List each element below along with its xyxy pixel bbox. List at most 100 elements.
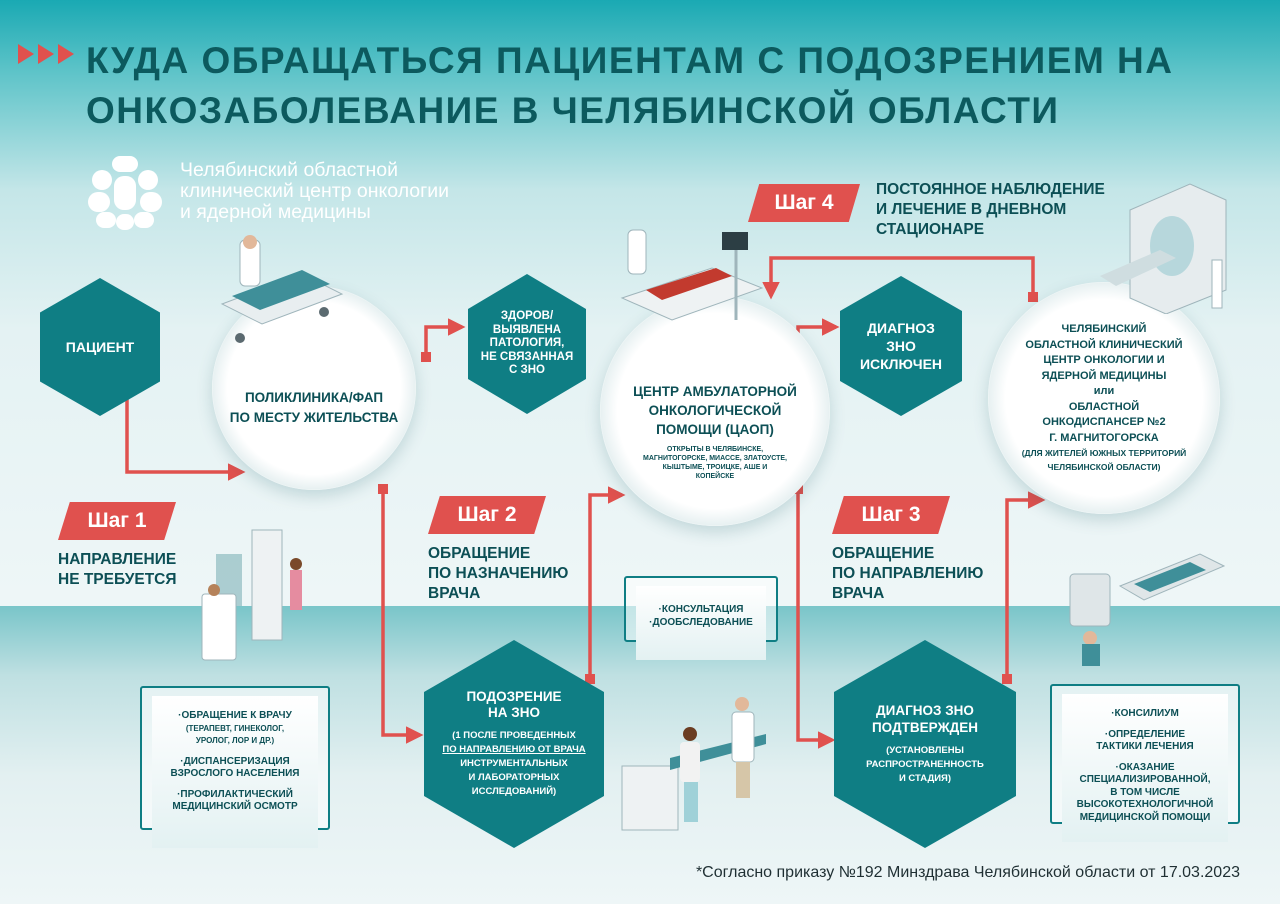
step-desc-line: И ЛЕЧЕНИЕ В ДНЕВНОМ <box>876 201 1067 218</box>
step-desc-line: ПО НАЗНАЧЕНИЮ <box>428 565 569 582</box>
page-title: КУДА ОБРАЩАТЬСЯ ПАЦИЕНТАМ С ПОДОЗРЕНИЕМ … <box>86 40 1174 131</box>
caop-circle: ЦЕНТР АМБУЛАТОРНОЙ ОНКОЛОГИЧЕСКОЙ ПОМОЩИ… <box>600 296 830 526</box>
logo-text: Челябинский областной клинический центр … <box>180 160 540 223</box>
suspicion-note-line: (1 ПОСЛЕ ПРОВЕДЕННЫХ <box>452 730 576 741</box>
step-4-desc: ПОСТОЯННОЕ НАБЛЮДЕНИЕ И ЛЕЧЕНИЕ В ДНЕВНО… <box>876 180 1105 240</box>
card-item: ·КОНСУЛЬТАЦИЯ <box>658 604 744 615</box>
logo-line: Челябинский областной <box>180 159 398 181</box>
card-item-line: ВЗРОСЛОГО НАСЕЛЕНИЯ <box>170 768 300 779</box>
step-desc-line: СТАЦИОНАРЕ <box>876 221 985 238</box>
card-item-line: ·ПРОФИЛАКТИЧЕСКИЙ <box>177 788 293 800</box>
card-inner: ·ОБРАЩЕНИЕ К ВРАЧУ (ТЕРАПЕВТ, ГИНЕКОЛОГ,… <box>152 696 318 848</box>
suspicion-note-line: ИССЛЕДОВАНИЙ) <box>471 786 557 797</box>
card-item-line: ·ОКАЗАНИЕ <box>1115 761 1175 773</box>
center-line: ЧЕЛЯБИНСКИЙ <box>1061 323 1147 335</box>
step-desc-line: ОБРАЩЕНИЕ <box>832 545 935 562</box>
card-item-line: ВЫСОКОТЕХНОЛОГИЧНОЙ <box>1076 799 1214 810</box>
mammography-illustration <box>201 529 302 661</box>
oncology-center-circle: ЧЕЛЯБИНСКИЙ ОБЛАСТНОЙ КЛИНИЧЕСКИЙ ЦЕНТР … <box>988 282 1220 514</box>
confirmed-note: (УСТАНОВЛЕНЫ РАСПРОСТРАНЕННОСТЬ И СТАДИЯ… <box>866 744 984 786</box>
suspicion-note-line: И ЛАБОРАТОРНЫХ <box>468 772 560 783</box>
card-item-line: ТАКТИКИ ЛЕЧЕНИЯ <box>1096 741 1194 752</box>
confirmed-note-line: И СТАДИЯ) <box>898 773 952 784</box>
step-3-desc: ОБРАЩЕНИЕ ПО НАПРАВЛЕНИЮ ВРАЧА <box>832 544 983 604</box>
step-desc-line: ПО НАПРАВЛЕНИЮ <box>832 565 984 582</box>
polyclinic-line: ПО МЕСТУ ЖИТЕЛЬСТВА <box>229 410 399 425</box>
card-item: ·ОБРАЩЕНИЕ К ВРАЧУ (ТЕРАПЕВТ, ГИНЕКОЛОГ,… <box>178 710 292 748</box>
suspicion-note-line: ПО НАПРАВЛЕНИЮ ОТ ВРАЧА <box>442 744 586 755</box>
card-item-line: СПЕЦИАЛИЗИРОВАННОЙ, <box>1079 774 1211 785</box>
suspicion-line: НА ЗНО <box>488 705 540 720</box>
suspicion-line: ПОДОЗРЕНИЕ <box>466 689 562 704</box>
card-item-line: МЕДИЦИНСКИЙ ОСМОТР <box>172 801 298 812</box>
healthy-hex: ЗДОРОВ/ ВЫЯВЛЕНА ПАТОЛОГИЯ, НЕ СВЯЗАННАЯ… <box>468 274 586 414</box>
caop-note-line: МАГНИТОГОРСКЕ, МИАССЕ, ЗЛАТОУСТЕ, <box>643 454 787 462</box>
logo-icon <box>88 156 162 230</box>
footnote: *Согласно приказу №192 Минздрава Челябин… <box>695 864 1240 881</box>
ultrasound-illustration <box>620 229 764 321</box>
caop-line: ОНКОЛОГИЧЕСКОЙ <box>648 402 782 418</box>
hospital-bed-illustration <box>220 235 344 343</box>
healthy-line: С ЗНО <box>509 364 545 377</box>
card-item-line: (ТЕРАПЕВТ, ГИНЕКОЛОГ, <box>185 723 285 733</box>
card-item: ·ОПРЕДЕЛЕНИЕ ТАКТИКИ ЛЕЧЕНИЯ <box>1096 729 1193 754</box>
step-1-desc: НАПРАВЛЕНИЕ НЕ ТРЕБУЕТСЯ <box>58 550 177 590</box>
step-4-badge: Шаг 4 <box>748 184 860 222</box>
caop-line: ЦЕНТР АМБУЛАТОРНОЙ <box>633 383 797 399</box>
step-desc-line: ПОСТОЯННОЕ НАБЛЮДЕНИЕ <box>876 181 1105 198</box>
excluded-line: ДИАГНОЗ <box>867 320 935 336</box>
excluded-line: ИСКЛЮЧЕН <box>859 356 943 372</box>
card-item: ·ДООБСЛЕДОВАНИЕ <box>649 616 753 628</box>
card-item: ·КОНСИЛИУМ <box>1111 708 1179 719</box>
consultation-illustration <box>621 697 766 831</box>
caop-note-line: КОПЕЙСКЕ <box>695 472 735 480</box>
card-item-line: ·ОБРАЩЕНИЕ К ВРАЧУ <box>178 710 292 721</box>
healthy-line: ЗДОРОВ/ <box>500 310 554 323</box>
step-desc-line: ВРАЧА <box>428 585 481 602</box>
step-2-badge: Шаг 2 <box>428 496 546 534</box>
step-desc-line: НАПРАВЛЕНИЕ <box>58 551 177 568</box>
healthy-line: ПАТОЛОГИЯ, <box>489 337 565 350</box>
center-line: Г. МАГНИТОГОРСКА <box>1049 431 1159 444</box>
excluded-line: ЗНО <box>886 338 916 354</box>
title-arrows-icon <box>18 44 74 64</box>
card-item: ·ПРОФИЛАКТИЧЕСКИЙ МЕДИЦИНСКИЙ ОСМОТР <box>172 789 297 814</box>
healthy-line: НЕ СВЯЗАННАЯ <box>480 350 574 363</box>
center-line: ОНКОДИСПАНСЕР №2 <box>1042 416 1166 428</box>
card-item-line: В ТОМ ЧИСЛЕ <box>1110 786 1180 798</box>
card-center-services: ·КОНСИЛИУМ ·ОПРЕДЕЛЕНИЕ ТАКТИКИ ЛЕЧЕНИЯ … <box>1050 684 1240 842</box>
center-note-line: ЧЕЛЯБИНСКОЙ ОБЛАСТИ) <box>1047 462 1161 472</box>
confirmed-note-line: (УСТАНОВЛЕНЫ <box>886 745 964 756</box>
step-desc-line: НЕ ТРЕБУЕТСЯ <box>58 571 177 588</box>
confirmed-hex: ДИАГНОЗ ЗНО ПОДТВЕРЖДЕН (УСТАНОВЛЕНЫ РАС… <box>834 640 1016 848</box>
caop-note-line: КЫШТЫМЕ, ТРОИЦКЕ, АШЕ И <box>662 463 768 471</box>
suspicion-note-line: ИНСТРУМЕНТАЛЬНЫХ <box>460 758 568 769</box>
center-line: ЦЕНТР ОНКОЛОГИИ И <box>1043 354 1165 366</box>
logo-line: клинический центр онкологии <box>180 180 450 202</box>
center-or: или <box>1093 385 1115 397</box>
card-polyclinic-services: ·ОБРАЩЕНИЕ К ВРАЧУ (ТЕРАПЕВТ, ГИНЕКОЛОГ,… <box>140 686 330 848</box>
center-line: ЯДЕРНОЙ МЕДИЦИНЫ <box>1041 369 1167 382</box>
step-desc-line: ОБРАЩЕНИЕ <box>428 545 531 562</box>
center-note-line: (ДЛЯ ЖИТЕЛЕЙ ЮЖНЫХ ТЕРРИТОРИЙ <box>1021 448 1187 458</box>
polyclinic-circle: ПОЛИКЛИНИКА/ФАП ПО МЕСТУ ЖИТЕЛЬСТВА <box>212 286 416 490</box>
card-inner: ·КОНСИЛИУМ ·ОПРЕДЕЛЕНИЕ ТАКТИКИ ЛЕЧЕНИЯ … <box>1062 694 1228 842</box>
card-item-line: ·ОПРЕДЕЛЕНИЕ <box>1104 728 1186 740</box>
caop-note-line: ОТКРЫТЫ В ЧЕЛЯБИНСКЕ, <box>666 445 764 453</box>
suspicion-hex: ПОДОЗРЕНИЕ НА ЗНО (1 ПОСЛЕ ПРОВЕДЕННЫХ П… <box>424 640 604 848</box>
card-inner: ·КОНСУЛЬТАЦИЯ ·ДООБСЛЕДОВАНИЕ <box>636 586 766 660</box>
confirmed-line: ПОДТВЕРЖДЕН <box>871 720 979 735</box>
card-caop-services: ·КОНСУЛЬТАЦИЯ ·ДООБСЛЕДОВАНИЕ <box>624 576 778 660</box>
center-line: ОБЛАСТНОЙ КЛИНИЧЕСКИЙ <box>1025 338 1183 351</box>
confirmed-line: ДИАГНОЗ ЗНО <box>876 703 974 718</box>
caop-note: ОТКРЫТЫ В ЧЕЛЯБИНСКЕ, МАГНИТОГОРСКЕ, МИА… <box>643 445 787 481</box>
card-item: ·ДИСПАНСЕРИЗАЦИЯ ВЗРОСЛОГО НАСЕЛЕНИЯ <box>171 756 300 781</box>
card-item-line: МЕДИЦИНСКОЙ ПОМОЩИ <box>1079 811 1211 823</box>
logo-line: и ядерной медицины <box>180 201 371 223</box>
step-2-desc: ОБРАЩЕНИЕ ПО НАЗНАЧЕНИЮ ВРАЧА <box>428 544 568 604</box>
center-note: (ДЛЯ ЖИТЕЛЕЙ ЮЖНЫХ ТЕРРИТОРИЙ ЧЕЛЯБИНСКО… <box>1022 446 1187 474</box>
suspicion-note: (1 ПОСЛЕ ПРОВЕДЕННЫХ ПО НАПРАВЛЕНИЮ ОТ В… <box>442 729 585 799</box>
radiotherapy-illustration <box>1069 553 1226 666</box>
card-item-line: УРОЛОГ, ЛОР И ДР.) <box>195 736 275 745</box>
